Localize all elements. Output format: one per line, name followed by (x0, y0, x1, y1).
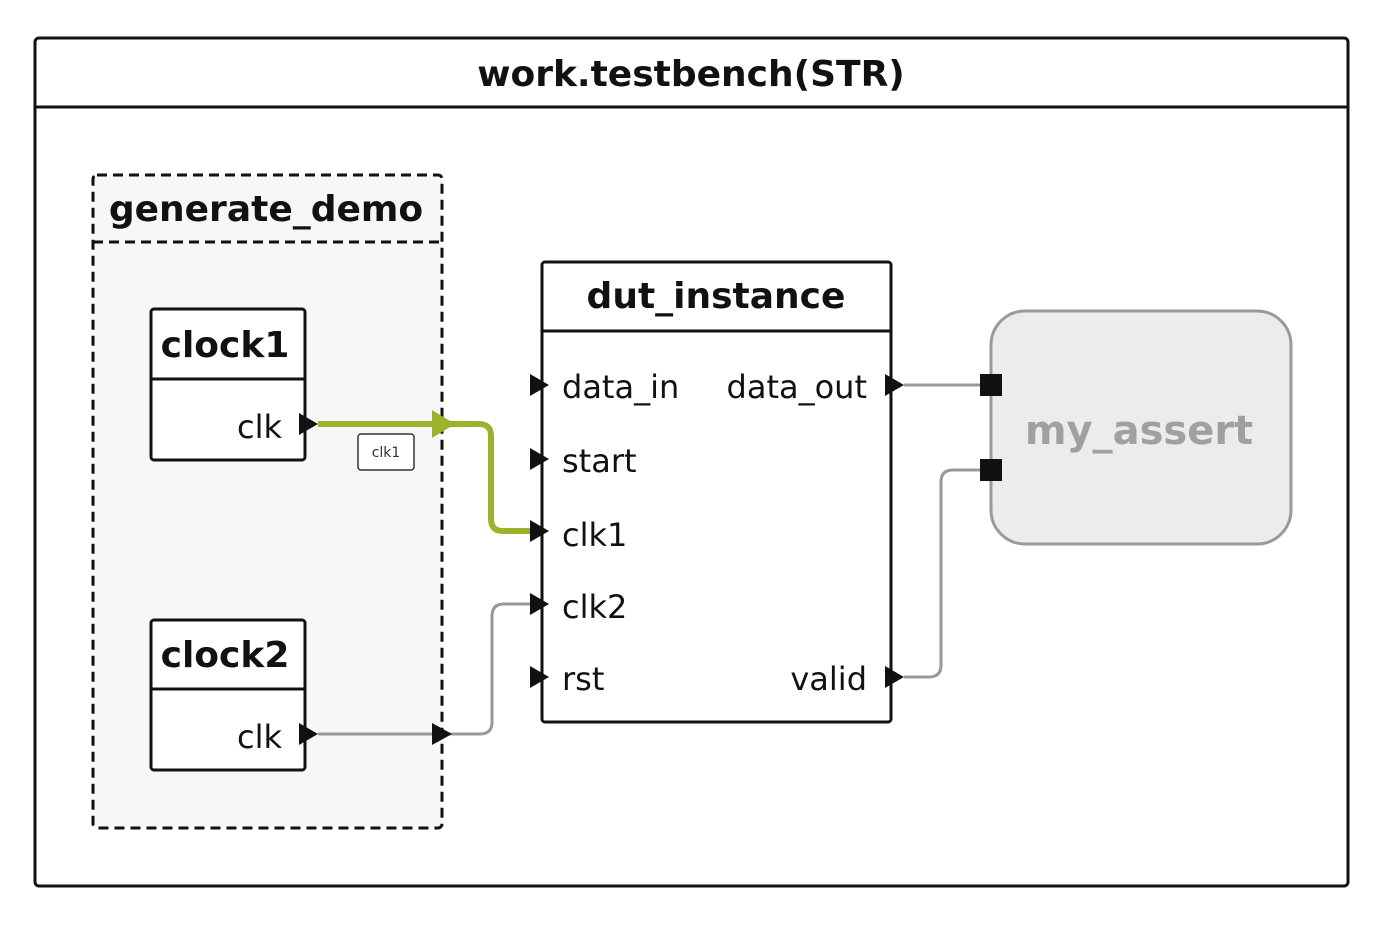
clock1-name: clock1 (161, 325, 290, 366)
dut-instance-block[interactable]: dut_instance data_in start clk1 clk2 rst… (530, 260, 904, 724)
my-assert-block[interactable]: my_assert (980, 309, 1293, 546)
testbench-title: work.testbench(STR) (477, 54, 905, 95)
clock2-block[interactable]: clock2 clk (149, 618, 318, 772)
dut-port-clk1-label: clk1 (562, 516, 627, 554)
my-assert-name: my_assert (1025, 408, 1253, 454)
dut-port-valid-arrow[interactable] (885, 666, 904, 688)
dut-port-data-out-label: data_out (727, 368, 867, 406)
clock2-clk-port-arrow[interactable] (299, 723, 318, 745)
clock1-block[interactable]: clock1 clk (149, 307, 318, 462)
wires: clk1 (318, 383, 980, 745)
clock2-name: clock2 (161, 635, 290, 676)
clock1-clk-port-arrow[interactable] (299, 413, 318, 435)
wire-clk1-highlighted[interactable] (318, 421, 530, 534)
dut-port-rst-arrow[interactable] (530, 666, 549, 688)
dut-port-data-out-arrow[interactable] (885, 374, 904, 396)
wire-clk2[interactable] (318, 602, 530, 736)
dut-port-start-arrow[interactable] (530, 448, 549, 470)
dut-port-data-in-arrow[interactable] (530, 374, 549, 396)
dut-port-clk2-label: clk2 (562, 588, 627, 626)
net-label-clk1-text: clk1 (372, 445, 401, 461)
dut-port-clk2-arrow[interactable] (530, 593, 549, 615)
generate-demo-label: generate_demo (109, 189, 423, 230)
wire-clk1-group-boundary-arrow (432, 410, 455, 438)
dut-port-start-label: start (562, 442, 637, 480)
dut-port-valid-label: valid (790, 660, 867, 698)
dut-port-rst-label: rst (562, 660, 604, 698)
my-assert-port-2[interactable] (980, 459, 1002, 481)
dut-port-clk1-arrow[interactable] (530, 520, 549, 542)
clock1-clk-port-label: clk (237, 408, 282, 446)
wire-valid[interactable] (904, 468, 980, 679)
clock2-clk-port-label: clk (237, 718, 282, 756)
dut-instance-name: dut_instance (587, 276, 846, 317)
dut-port-data-in-label: data_in (562, 368, 679, 406)
wire-clk2-group-boundary-arrow (432, 723, 452, 745)
net-label-clk1[interactable]: clk1 (357, 433, 415, 471)
my-assert-port-1[interactable] (980, 374, 1002, 396)
